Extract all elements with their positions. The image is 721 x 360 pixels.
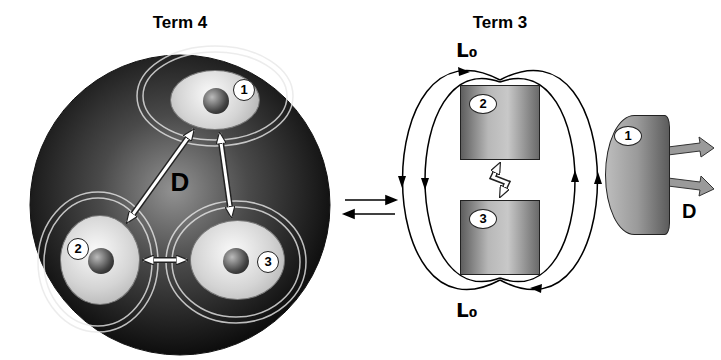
core-sphere <box>223 248 249 274</box>
domain-label: D <box>160 167 200 198</box>
callout-number: 1 <box>233 79 255 101</box>
core-sphere <box>88 248 114 274</box>
field-arrows <box>398 67 602 293</box>
arrow-head <box>594 172 602 184</box>
arrow-head <box>398 176 406 188</box>
exit-arrow <box>668 176 714 196</box>
callout-number: 3 <box>257 251 279 273</box>
exchange-arrow <box>220 133 232 218</box>
exit-arrows <box>668 137 714 196</box>
arrow-body <box>493 163 507 197</box>
core-sphere <box>203 88 229 114</box>
arrow-head <box>458 67 470 76</box>
sphere-node: Term 4D123 <box>30 55 330 355</box>
field-lines <box>403 70 598 289</box>
ribbon-line <box>143 52 287 140</box>
arrow-body <box>220 133 232 218</box>
arrow-body <box>143 259 187 262</box>
term-heading: Term 3 <box>450 13 550 33</box>
lightning-arrow <box>493 163 507 197</box>
equilibrium-arrows <box>344 196 396 218</box>
field-label: L₀ <box>454 298 480 322</box>
domain-block: 2 <box>460 85 540 160</box>
field-label: L₀ <box>454 38 480 62</box>
domain-block: 3 <box>460 200 540 275</box>
term-heading: Term 4 <box>30 13 330 33</box>
lobe: 3 <box>190 220 285 300</box>
exit-arrow <box>668 137 714 157</box>
forward-arrow <box>345 199 388 201</box>
ribbon-lines <box>38 46 306 332</box>
ribbon-line <box>166 201 306 323</box>
lobe: 1 <box>170 70 260 130</box>
reverse-arrow <box>352 213 395 215</box>
domain-block: 1 <box>605 115 670 235</box>
sphere-body <box>30 55 330 355</box>
domain-label: D <box>682 200 696 223</box>
exchange-arrow <box>143 260 187 261</box>
callout-number: 2 <box>67 238 89 260</box>
arrow-head <box>571 170 579 182</box>
arrow-head <box>421 178 429 190</box>
ribbon-line <box>137 46 293 146</box>
callout-number: 3 <box>469 209 497 229</box>
ribbon-line <box>38 192 158 332</box>
arrow-head <box>386 196 396 204</box>
ribbon-line <box>172 207 300 317</box>
callout-number: 1 <box>614 126 642 146</box>
callout-number: 2 <box>469 94 497 114</box>
arrow-head <box>530 284 542 293</box>
ribbon-line <box>44 198 152 326</box>
arrow-head <box>344 210 354 218</box>
lobe: 2 <box>60 215 140 305</box>
